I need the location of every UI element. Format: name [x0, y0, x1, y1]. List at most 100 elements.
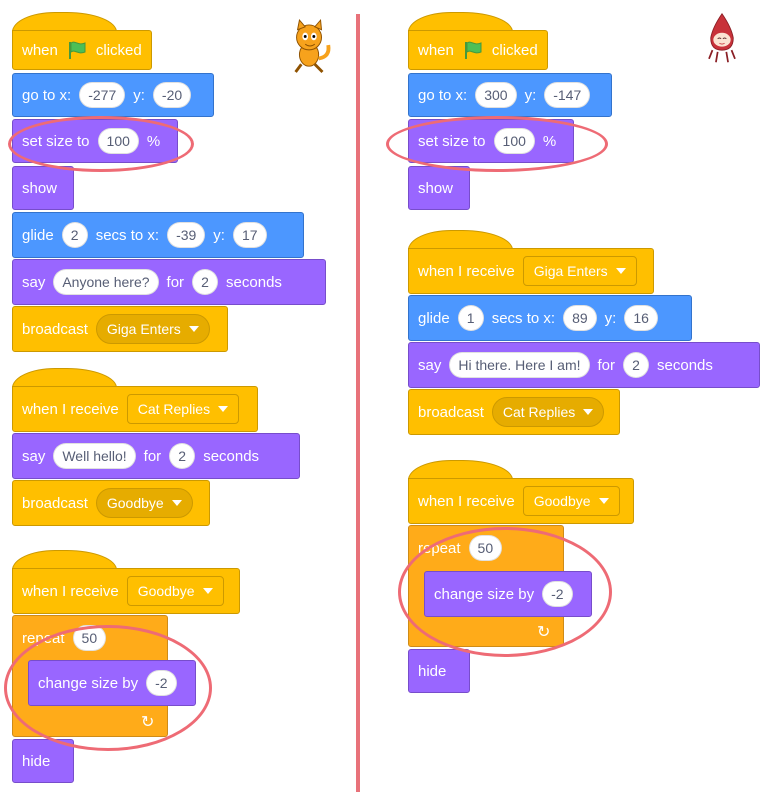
glide-y-input[interactable]: 16: [624, 305, 658, 331]
when-label: when: [418, 41, 454, 59]
receive-message: Goodbye: [137, 583, 195, 599]
say-secs-input[interactable]: 2: [169, 443, 196, 469]
go-to-label: go to x:: [418, 86, 468, 104]
when-label: when: [22, 41, 58, 59]
glide-secs-input[interactable]: 2: [61, 222, 88, 248]
say-for-secs-block[interactable]: say Hi there. Here I am! for 2 seconds: [408, 342, 760, 388]
broadcast-block[interactable]: broadcast Goodbye: [12, 480, 210, 526]
y-label: y:: [213, 226, 225, 244]
show-label: show: [22, 179, 58, 197]
go-to-label: go to x:: [22, 86, 72, 104]
chevron-down-icon: [171, 500, 182, 506]
say-label: say: [22, 273, 46, 291]
broadcast-message-dropdown[interactable]: Cat Replies: [491, 397, 605, 427]
hat-cap: [408, 230, 513, 250]
glide-x-input[interactable]: -39: [167, 222, 206, 248]
for-label: for: [143, 447, 162, 465]
when-flag-clicked-block[interactable]: when clicked: [12, 30, 152, 70]
when-flag-clicked-block[interactable]: when clicked: [408, 30, 548, 70]
for-label: for: [597, 356, 616, 374]
hat-cap: [12, 12, 117, 32]
highlight-ring: [398, 527, 612, 657]
receive-message: Giga Enters: [533, 263, 608, 279]
say-text-input[interactable]: Anyone here?: [53, 269, 159, 295]
x-input[interactable]: -277: [79, 82, 126, 108]
hide-label: hide: [418, 662, 447, 680]
when-i-receive-block[interactable]: when I receive Goodbye: [408, 478, 634, 524]
x-input[interactable]: 300: [475, 82, 517, 108]
hat-cap: [12, 550, 117, 570]
say-text-input[interactable]: Well hello!: [53, 443, 136, 469]
say-secs-input[interactable]: 2: [623, 352, 650, 378]
say-label: say: [418, 356, 442, 374]
when-i-receive-label: when I receive: [22, 582, 119, 600]
say-text-input[interactable]: Hi there. Here I am!: [449, 352, 590, 378]
say-secs-input[interactable]: 2: [192, 269, 219, 295]
glide-secs-input[interactable]: 1: [457, 305, 484, 331]
broadcast-block[interactable]: broadcast Giga Enters: [12, 306, 228, 352]
when-i-receive-block[interactable]: when I receive Cat Replies: [12, 386, 258, 432]
broadcast-message-dropdown[interactable]: Giga Enters: [95, 314, 210, 344]
when-i-receive-block[interactable]: when I receive Goodbye: [12, 568, 240, 614]
receive-message-dropdown[interactable]: Goodbye: [126, 576, 224, 606]
show-block[interactable]: show: [408, 166, 470, 210]
glide-y-input[interactable]: 17: [232, 222, 267, 248]
scratch-cat-sprite: [294, 18, 331, 73]
broadcast-label: broadcast: [22, 320, 88, 338]
chevron-down-icon: [188, 326, 199, 332]
show-label: show: [418, 179, 454, 197]
receive-message-dropdown[interactable]: Cat Replies: [126, 394, 240, 424]
highlight-ring: [4, 625, 212, 751]
hat-cap: [12, 368, 117, 388]
seconds-label: seconds: [657, 356, 713, 374]
receive-message: Cat Replies: [137, 401, 211, 417]
go-to-xy-block[interactable]: go to x: 300 y: -147: [408, 73, 612, 117]
highlight-ring: [386, 116, 608, 172]
chevron-down-icon: [615, 268, 626, 274]
receive-message-dropdown[interactable]: Goodbye: [522, 486, 620, 516]
clicked-label: clicked: [95, 41, 142, 59]
when-i-receive-block[interactable]: when I receive Giga Enters: [408, 248, 654, 294]
chevron-down-icon: [218, 406, 229, 412]
go-to-xy-block[interactable]: go to x: -277 y: -20: [12, 73, 214, 117]
chevron-down-icon: [202, 588, 213, 594]
seconds-label: seconds: [226, 273, 282, 291]
chevron-down-icon: [583, 409, 594, 415]
y-label: y:: [604, 309, 617, 327]
hide-block[interactable]: hide: [12, 739, 74, 783]
broadcast-block[interactable]: broadcast Cat Replies: [408, 389, 620, 435]
when-i-receive-label: when I receive: [22, 400, 119, 418]
chevron-down-icon: [598, 498, 609, 504]
receive-message-dropdown[interactable]: Giga Enters: [522, 256, 637, 286]
giga-sprite: [708, 12, 736, 63]
green-flag-icon: [68, 41, 86, 59]
y-input[interactable]: -20: [152, 82, 192, 108]
highlight-ring: [8, 116, 194, 172]
seconds-label: seconds: [203, 447, 260, 465]
secs-to-x-label: secs to x:: [491, 309, 556, 327]
broadcast-message: Cat Replies: [502, 404, 576, 420]
broadcast-label: broadcast: [22, 494, 88, 512]
glide-label: glide: [22, 226, 54, 244]
receive-message: Goodbye: [533, 493, 591, 509]
show-block[interactable]: show: [12, 166, 74, 210]
hat-cap: [408, 12, 513, 32]
column-divider: [356, 14, 360, 792]
glide-x-input[interactable]: 89: [563, 305, 597, 331]
secs-to-x-label: secs to x:: [95, 226, 160, 244]
broadcast-message-dropdown[interactable]: Goodbye: [95, 488, 193, 518]
for-label: for: [166, 273, 185, 291]
hide-label: hide: [22, 752, 51, 770]
broadcast-message: Goodbye: [106, 495, 164, 511]
say-for-secs-block[interactable]: say Well hello! for 2 seconds: [12, 433, 300, 479]
say-label: say: [22, 447, 46, 465]
broadcast-message: Giga Enters: [106, 321, 181, 337]
when-i-receive-label: when I receive: [418, 262, 515, 280]
hide-block[interactable]: hide: [408, 649, 470, 693]
when-i-receive-label: when I receive: [418, 492, 515, 510]
hat-cap: [408, 460, 513, 480]
y-input[interactable]: -147: [544, 82, 591, 108]
glide-block[interactable]: glide 1 secs to x: 89 y: 16: [408, 295, 692, 341]
glide-block[interactable]: glide 2 secs to x: -39 y: 17: [12, 212, 304, 258]
say-for-secs-block[interactable]: say Anyone here? for 2 seconds: [12, 259, 326, 305]
